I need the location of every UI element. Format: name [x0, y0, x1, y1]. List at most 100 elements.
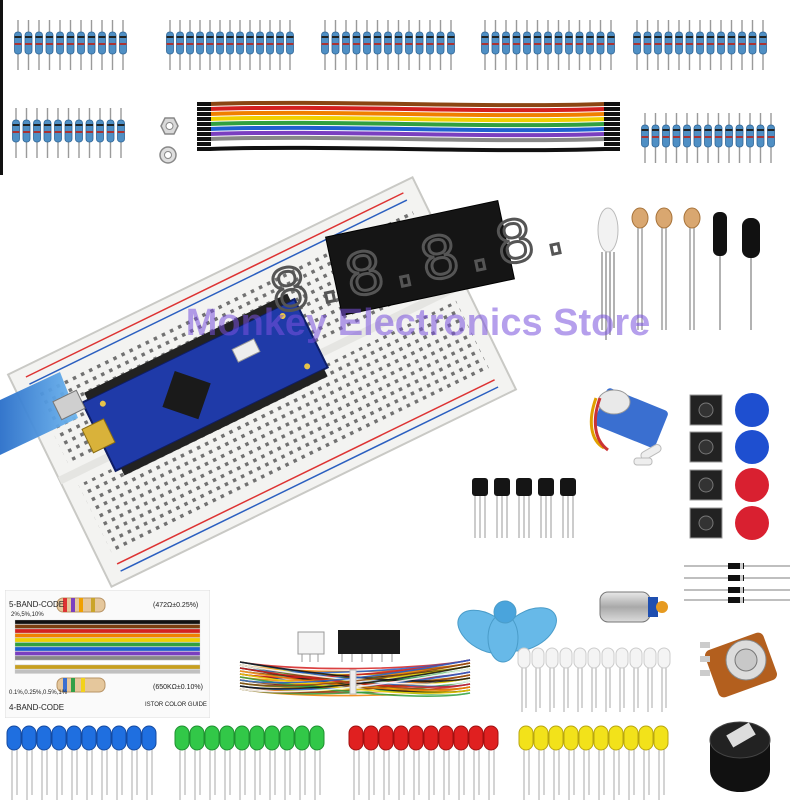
- ribbon-connector: [604, 142, 620, 146]
- resistor: [672, 113, 681, 163]
- ribbon-connector: [197, 102, 211, 106]
- ribbon-connector: [604, 112, 620, 116]
- hex-nut: [160, 117, 179, 135]
- resistor: [738, 20, 746, 70]
- resistor: [246, 20, 254, 70]
- led: [6, 725, 22, 751]
- diode: [728, 563, 744, 569]
- tact-switch: [689, 431, 723, 463]
- white-led: [573, 647, 587, 669]
- resistor: [533, 20, 542, 70]
- led: [423, 725, 439, 751]
- color-band-row: [14, 651, 201, 656]
- resistor: [276, 20, 284, 70]
- color-band-row: [14, 619, 201, 625]
- ir-receivers: [713, 212, 760, 330]
- led: [363, 725, 379, 751]
- transistor: [472, 478, 488, 496]
- ribbon-connector: [197, 137, 211, 141]
- diodes: [684, 563, 790, 603]
- photoresistor: [631, 207, 649, 229]
- resistor: [767, 113, 775, 163]
- led: [468, 725, 484, 751]
- led: [408, 725, 424, 751]
- ribbon-connector: [604, 102, 620, 106]
- resistor: [651, 113, 660, 163]
- led: [593, 725, 609, 751]
- led: [623, 725, 639, 751]
- color-band-row: [14, 628, 201, 634]
- resistor: [607, 20, 615, 70]
- white-leds: [517, 647, 671, 712]
- resistor: [64, 108, 73, 158]
- resistor: [236, 20, 244, 70]
- resistor: [748, 20, 757, 70]
- transistor: [560, 478, 576, 496]
- servo-motor: [589, 388, 668, 452]
- diode: [728, 575, 744, 581]
- resistor: [186, 20, 194, 70]
- button-cap: [735, 430, 769, 464]
- resistor: [45, 20, 54, 70]
- color-band-row: [14, 669, 201, 674]
- resistor: [394, 20, 403, 70]
- four-band-title: 4-BAND-CODE: [9, 703, 65, 712]
- resistor: [98, 20, 106, 70]
- photoresistor: [655, 207, 673, 229]
- resistor: [352, 20, 361, 70]
- usb-cable: [0, 372, 86, 455]
- resistor: [206, 20, 214, 70]
- led: [126, 725, 142, 751]
- resistor: [683, 113, 691, 163]
- resistor: [512, 20, 521, 70]
- jumper-wire: [239, 665, 471, 690]
- resistor: [544, 20, 552, 70]
- resistor: [119, 20, 127, 70]
- led: [219, 725, 235, 751]
- resistor: [33, 108, 41, 158]
- resistor: [226, 20, 234, 70]
- ribbon-wire: [209, 130, 606, 138]
- resistor: [415, 20, 424, 70]
- diode: [728, 587, 744, 593]
- led-rows: [6, 725, 669, 800]
- ribbon-connector: [197, 107, 211, 111]
- jumper-wire-bundle: [239, 659, 471, 697]
- ribbon-wire: [209, 145, 606, 153]
- ribbon-connector: [197, 112, 211, 116]
- ribbon-wire: [209, 140, 606, 148]
- resistor: [108, 20, 117, 70]
- led: [141, 725, 157, 751]
- jumper-wire: [239, 676, 471, 697]
- resistor: [266, 20, 274, 70]
- white-led: [545, 647, 559, 669]
- five-band-example: (472Ω±0.25%): [153, 602, 199, 609]
- led: [483, 725, 499, 751]
- ribbon-connector: [197, 147, 211, 151]
- ribbon-wire: [209, 125, 606, 133]
- four-band-example: (650KΩ±0.10%): [153, 684, 203, 691]
- ribbon-connector: [197, 122, 211, 126]
- resistor-groups: [12, 20, 775, 163]
- resistor: [321, 20, 329, 70]
- resistor: [436, 20, 445, 70]
- resistor: [554, 20, 563, 70]
- resistor: [75, 108, 83, 158]
- led: [518, 725, 534, 751]
- resistor: [87, 20, 96, 70]
- resistor: [96, 108, 104, 158]
- optocoupler-ic: [297, 631, 325, 662]
- five-band-title: 5-BAND-CODE: [9, 600, 65, 609]
- button-cap: [735, 506, 769, 540]
- resistor: [176, 20, 184, 70]
- resistor: [725, 113, 733, 163]
- resistor: [85, 108, 94, 158]
- resistor: [35, 20, 43, 70]
- led: [578, 725, 594, 751]
- led: [51, 725, 67, 751]
- resistor: [12, 108, 20, 158]
- resistor: [22, 108, 31, 158]
- store-watermark: Monkey Electronics Store: [185, 302, 651, 344]
- white-led: [517, 647, 531, 669]
- color-band-row: [14, 646, 201, 652]
